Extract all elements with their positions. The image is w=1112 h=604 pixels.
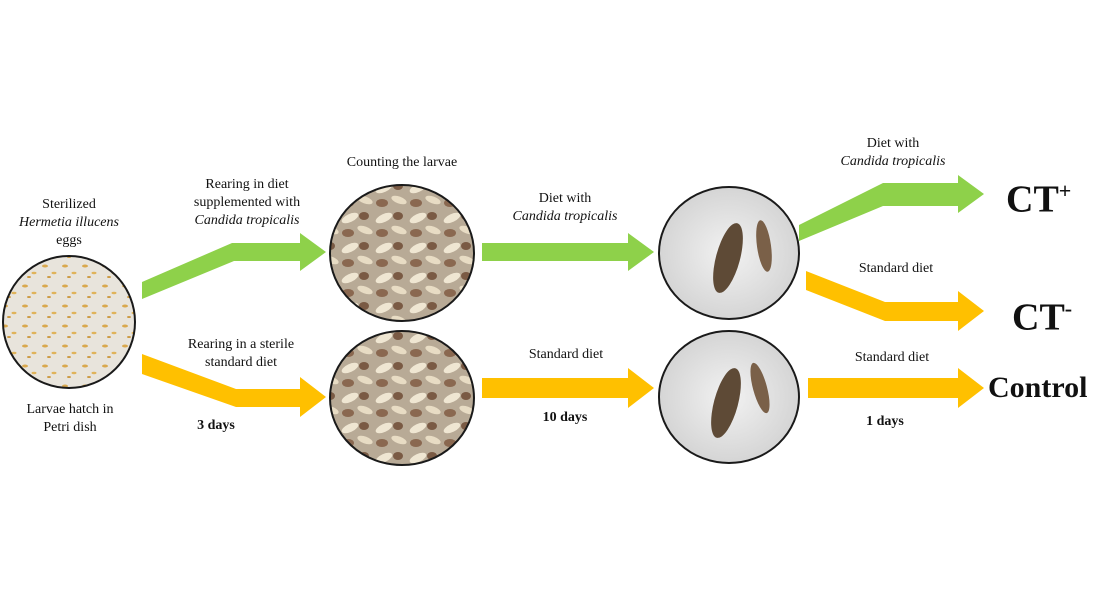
outcome-ct-plus-sup: +	[1058, 178, 1072, 203]
outcome-ct-minus: CT-	[1012, 286, 1072, 341]
outcome-ct-plus-text: CT	[1006, 178, 1059, 221]
arrow-final-control	[808, 368, 984, 408]
eggs-label: Sterilized Hermetia illucens eggs	[14, 196, 124, 250]
arrow-standard-mid	[482, 368, 654, 408]
larvae-counting-photo-bottom	[329, 330, 475, 466]
final-ct-label: Diet with Candida tropicalis	[818, 135, 968, 171]
counting-label: Counting the larvae	[346, 155, 458, 170]
rear-ct-label-line1: Rearing in diet	[205, 177, 289, 192]
larvae-photo-top	[658, 186, 800, 320]
arrow-final-ct-minus	[806, 271, 984, 331]
arrow-rear-ct	[142, 233, 326, 299]
days-3-label: 3 days	[197, 418, 235, 433]
rear-std-label: Rearing in a sterile standard diet	[166, 336, 316, 372]
days-1-label: 1 days	[866, 414, 904, 429]
outcome-ct-minus-text: CT	[1012, 296, 1065, 339]
larvae-counting-photo-top	[329, 184, 475, 322]
hatch-label-line2: Petri dish	[43, 420, 97, 435]
diet-ct-label-line2: Candida tropicalis	[512, 209, 618, 224]
arrow-final-ct-plus	[799, 175, 984, 241]
final-ct-label-line2: Candida tropicalis	[840, 154, 946, 169]
eggs-petri-dish-photo	[2, 255, 136, 389]
days-10-label: 10 days	[542, 410, 588, 425]
eggs-label-line1: Sterilized	[42, 197, 96, 212]
outcome-control: Control	[988, 371, 1088, 404]
diet-ct-label-line1: Diet with	[538, 191, 592, 206]
rear-ct-label-line3: Candida tropicalis	[194, 213, 300, 228]
rear-std-label-line2: standard diet	[205, 355, 277, 370]
final-std-upper-label: Standard diet	[858, 261, 934, 276]
rear-ct-label-line2: supplemented with	[193, 195, 301, 210]
rear-ct-label: Rearing in diet supplemented with Candid…	[172, 176, 322, 230]
standard-mid-label: Standard diet	[528, 347, 604, 362]
outcome-ct-minus-sup: -	[1064, 296, 1073, 321]
eggs-label-line3: eggs	[56, 233, 82, 248]
arrow-diet-ct	[482, 233, 654, 271]
hatch-label-line1: Larvae hatch in	[26, 402, 114, 417]
final-ct-label-line1: Diet with	[866, 136, 920, 151]
rear-std-label-line1: Rearing in a sterile	[187, 337, 295, 352]
diet-ct-label: Diet with Candida tropicalis	[490, 190, 640, 226]
arrow-rear-std	[142, 354, 326, 417]
hatch-label: Larvae hatch in Petri dish	[8, 401, 132, 437]
eggs-label-line2: Hermetia illucens	[19, 215, 119, 230]
outcome-ct-plus: CT+	[1006, 168, 1071, 223]
larvae-photo-bottom	[658, 330, 800, 464]
final-std-lower-label: Standard diet	[854, 350, 930, 365]
